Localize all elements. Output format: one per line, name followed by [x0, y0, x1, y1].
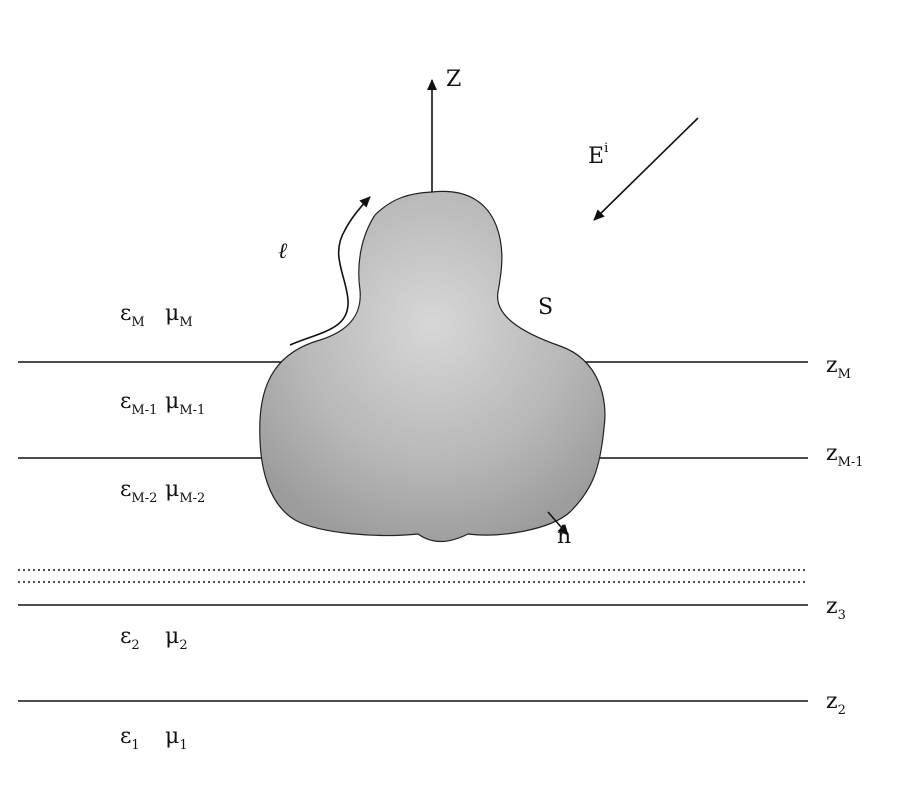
svg-text:ε1: ε1 [120, 724, 140, 753]
interface-label-2: z2 [826, 689, 846, 718]
incident-field-base: E [588, 144, 604, 169]
layer-label-m-1: εM-1 μM-1 [120, 389, 205, 418]
contour-label: ℓ [278, 239, 288, 264]
svg-text:μM-1: μM-1 [165, 389, 205, 418]
svg-text:μ2: μ2 [165, 624, 188, 653]
layer-label-m-2: εM-2 μM-2 [120, 477, 205, 506]
svg-text:ε2: ε2 [120, 624, 140, 653]
svg-text:εM: εM [120, 301, 145, 330]
svg-text:εM-2: εM-2 [120, 477, 157, 506]
layer-label-m: εM μM [120, 301, 193, 330]
normal-arrow [547, 511, 569, 536]
incident-field-label: Ei [588, 141, 608, 169]
surface-label: S [538, 295, 553, 320]
normal-label: n̂ [557, 524, 571, 549]
interface-label-m-1: zM-1 [826, 441, 864, 470]
layer-label-2: ε2 μ2 [120, 624, 188, 653]
incident-field-sup: i [604, 141, 608, 156]
contour-arrow [289, 196, 371, 346]
svg-text:μM-2: μM-2 [165, 477, 205, 506]
interface-label-3: z3 [826, 594, 846, 623]
layer-label-1: ε1 μ1 [120, 724, 188, 753]
svg-text:εM-1: εM-1 [120, 389, 157, 418]
interface-label-m: zM [826, 353, 851, 382]
z-axis-label: Z [446, 67, 461, 92]
svg-text:μ1: μ1 [165, 724, 188, 753]
incident-field-arrow [593, 117, 699, 221]
scattering-body [259, 190, 606, 543]
svg-text:μM: μM [165, 301, 193, 330]
